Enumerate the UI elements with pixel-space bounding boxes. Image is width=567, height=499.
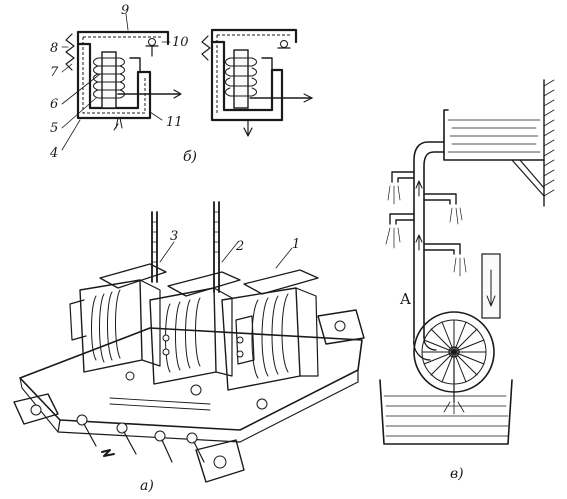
label-2: 2 bbox=[235, 239, 244, 254]
label-6: 6 bbox=[50, 97, 58, 112]
label-7: 7 bbox=[50, 65, 59, 80]
relay-unit-2 bbox=[149, 201, 241, 385]
caption-c: в) bbox=[450, 466, 464, 482]
label-1: 1 bbox=[292, 237, 300, 252]
label-9: 9 bbox=[121, 3, 129, 18]
label-8: 8 bbox=[50, 41, 58, 56]
figure-a: 3 2 1 а) bbox=[13, 201, 365, 494]
relay-schematic-left bbox=[65, 30, 182, 131]
label-4: 4 bbox=[49, 146, 58, 161]
label-A: A bbox=[399, 290, 411, 308]
caption-b: б) bbox=[183, 149, 197, 165]
figure-b: 9 10 8 7 6 5 4 11 б) bbox=[49, 3, 313, 165]
caption-a: а) bbox=[140, 478, 154, 494]
terminal-row bbox=[76, 397, 211, 463]
relay-unit-3 bbox=[69, 211, 167, 373]
relay-schematic-right bbox=[201, 28, 313, 137]
label-3: 3 bbox=[170, 229, 178, 244]
figure-c: A в) bbox=[379, 79, 555, 482]
label-10: 10 bbox=[172, 35, 189, 50]
relay-unit-1 bbox=[221, 269, 319, 391]
label-11: 11 bbox=[166, 115, 183, 130]
label-5: 5 bbox=[50, 121, 58, 136]
